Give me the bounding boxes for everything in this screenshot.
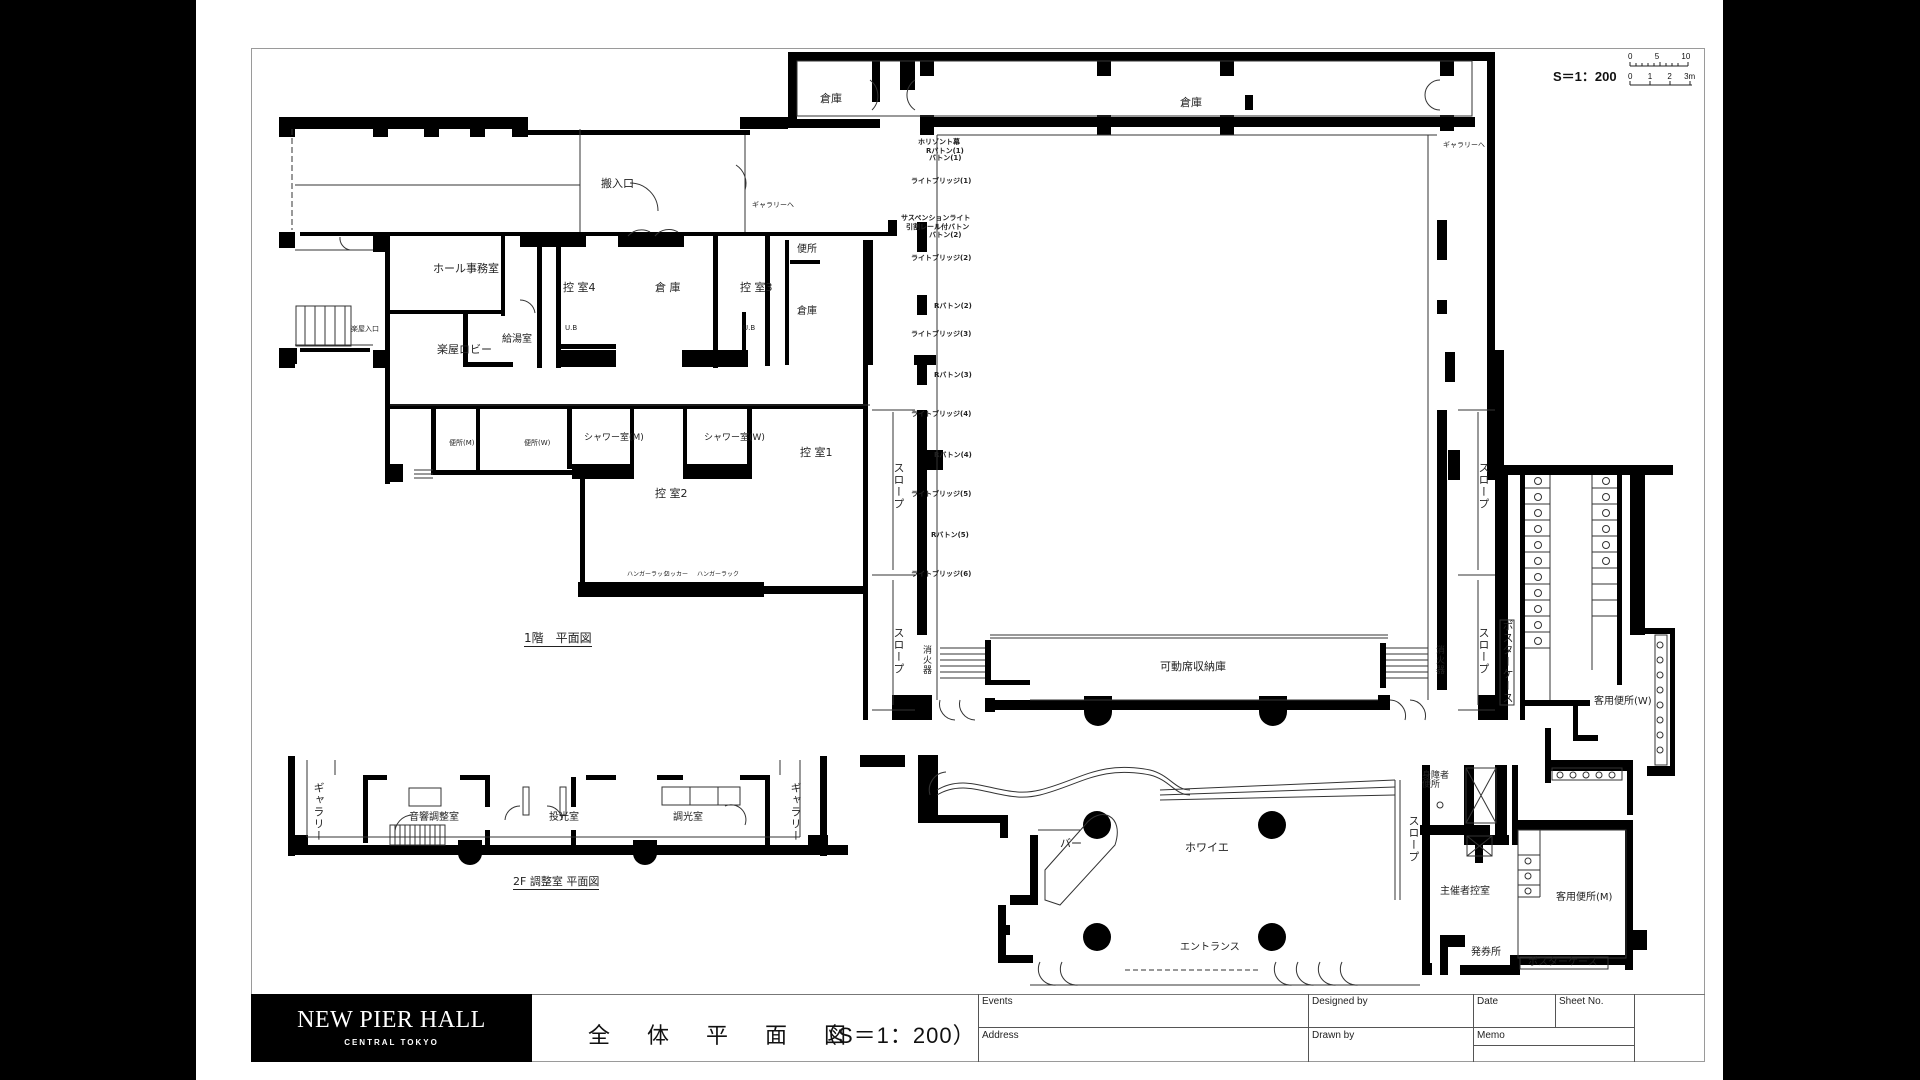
rigging-label: Rバトン(1) [926,147,964,155]
door-swings [339,79,1441,986]
room-green-room-2: 控 室2 [655,487,688,500]
scale-bars [1629,62,1692,86]
room-ub-right: U.B [743,324,756,332]
room-green-room-4: 控 室4 [563,281,596,294]
field-memo-value [1474,1046,1635,1062]
field-drawn-by: Drawn by [1309,1028,1474,1062]
field-events: Events [979,994,1309,1028]
room-toilet-w: 便所(W) [524,439,551,447]
room-mobile-seat-storage: 可動席収納庫 [1160,660,1226,673]
room-guest-toilet-m: 客用便所(M) [1556,892,1613,903]
room-projection: 投光室 [549,812,579,823]
room-backstage-lobby: 楽屋ロビー [437,343,492,356]
room-foyer: ホワイエ [1185,841,1229,854]
label-fire-extinguisher-right: 消火器 [1434,645,1444,675]
field-date: Date [1474,994,1556,1028]
rigging-label: Rバトン(2) [934,302,972,310]
room-organizer-room: 主催者控室 [1440,886,1490,897]
room-storage-side: 倉庫 [797,306,817,317]
stairs-left [295,305,352,347]
rigging-label: バトン(2) [929,231,962,239]
room-hall-office: ホール事務室 [433,262,499,275]
rigging-label: ライトブリッジ(1) [911,177,972,185]
room-toilet-m: 便所(M) [449,439,475,447]
room-guest-toilet-w: 客用便所(W) [1594,696,1652,707]
rigging-label: ホリゾント幕 [918,138,960,146]
room-ticket-office: 発券所 [1471,947,1501,958]
room-green-room-3: 控 室3 [740,281,773,294]
room-accessible-toilet: 身障者便所 [1422,771,1450,790]
fixtures [1436,477,1664,895]
room-ub-left: U.B [565,324,578,332]
label-hanger-rack-2: ハンガーラック [697,571,740,578]
label-poster-case-vertical: ポスターケース [1501,620,1514,704]
label-slope-1: スロープ [892,462,905,510]
thin-lines [291,60,1668,986]
label-slope-3: スロープ [1477,462,1490,510]
label-hanger-rack-1: ハンガーラック [627,571,670,578]
room-shower-w: シャワー室(W) [704,433,765,443]
room-storage-top-long: 倉庫 [1180,96,1202,109]
rigging-label: ライトブリッジ(3) [911,330,972,338]
room-storage-center: 倉 庫 [655,281,681,294]
rigging-label: ライトブリッジ(4) [911,410,972,418]
label-slope-4: スロープ [1477,627,1490,675]
label-gallery-right: ギャラリー [789,782,802,842]
label-locker: ロッカー [664,571,689,578]
field-designed-by: Designed by [1309,994,1474,1028]
label-gallery-left: ギャラリー [312,782,325,842]
caption-floor1: 1階 平面図 [524,631,592,647]
rigging-label: 引割レール付バトン [906,223,970,231]
room-green-room-1: 控 室1 [800,446,833,459]
walls [279,52,1675,975]
room-sound-control: 音響調整室 [409,812,459,823]
brand-logo: NEW PIER HALL CENTRAL TOKYO [251,994,532,1062]
field-memo: Memo [1474,1028,1635,1046]
label-to-gallery-left: ギャラリーへ [752,201,794,209]
scale-label: S＝1：200 [1553,69,1617,84]
label-fire-extinguisher-left: 消火器 [921,645,931,675]
left-letterbox [0,0,196,1080]
rigging-label: バトン(1) [929,154,962,162]
rigging-label: Rバトン(3) [934,371,972,379]
brand-subtitle: CENTRAL TOKYO [344,1038,439,1047]
scale-bar-feet: 0 5 10 [1628,52,1691,61]
room-lighting-control: 調光室 [673,812,703,823]
field-sheet-no: Sheet No. [1556,994,1635,1028]
sheet-scale: （S＝1：200） [815,1023,976,1048]
sheet-title: 全 体 平 面 図 [588,1024,861,1049]
field-address: Address [979,1028,1309,1062]
room-loading-entrance: 搬入口 [601,177,634,190]
title-block-table: Events Designed by Date Sheet No. Addres… [978,994,1635,1062]
room-storage-top-small: 倉庫 [820,92,842,105]
label-to-gallery-right: ギャラリーへ [1443,141,1485,149]
caption-floor2: 2F 調整室 平面図 [513,875,600,890]
label-backstage-entrance: 楽屋入口 [351,325,379,333]
rigging-label: Rバトン(5) [931,531,969,539]
label-slope-foyer: スロープ [1407,815,1420,863]
rigging-label: サスペンションライト [901,214,971,222]
room-shower-m: シャワー室(M) [584,433,644,443]
rigging-label: ライトブリッジ(6) [911,570,972,578]
wc-stalls-w [1525,475,1617,700]
rigging-label: ライトブリッジ(2) [911,254,972,262]
right-letterbox [1723,0,1920,1080]
room-kitchenette: 給湯室 [502,334,532,345]
scale-bar-meters: 0 1 2 3m [1628,72,1696,81]
room-bar: バー [1060,837,1082,850]
label-slope-2: スロープ [892,627,905,675]
label-poster-case-bottom: ポスターケース [1528,957,1598,968]
rigging-label: ライトブリッジ(5) [911,490,972,498]
label-entrance: エントランス [1180,942,1240,953]
room-toilet-small: 便所 [797,244,817,255]
brand-name: NEW PIER HALL [297,1007,486,1033]
rigging-label: Rバトン(4) [934,451,972,459]
